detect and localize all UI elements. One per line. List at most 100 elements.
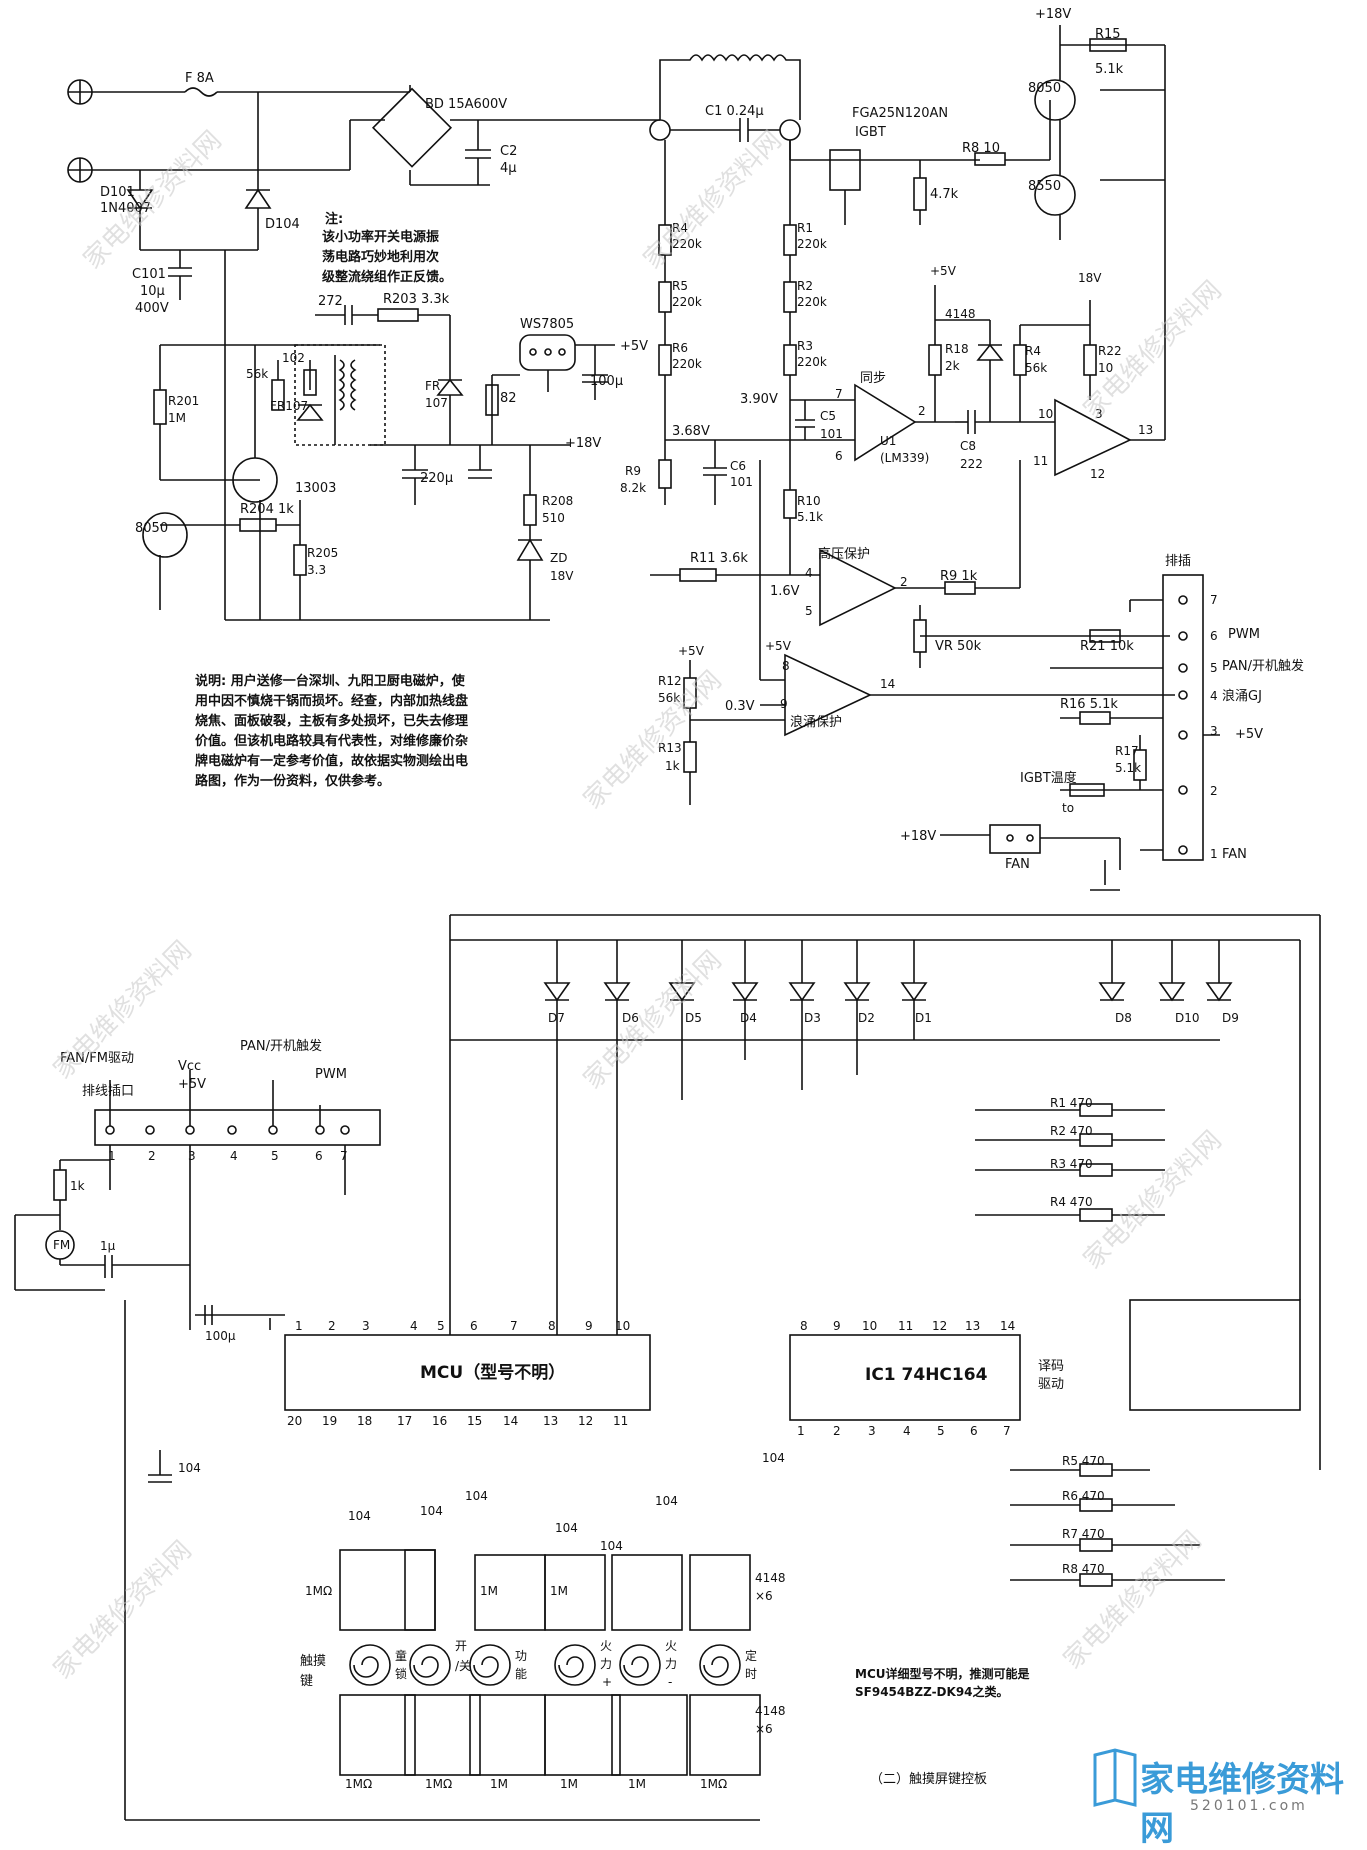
r2-470: R2 470 — [1050, 1124, 1093, 1138]
ic1-label: IC1 74HC164 — [865, 1365, 988, 1385]
r16-label: R16 5.1k — [1060, 697, 1118, 712]
fr107-label: FR — [425, 379, 441, 393]
pin-9: 9 — [780, 697, 788, 711]
pan-trigger-label: PAN/开机触发 — [240, 1039, 323, 1054]
r7-470: R7 470 — [1062, 1527, 1105, 1541]
mcu-pin-20: 20 — [287, 1414, 303, 1428]
resistor-chain-left — [658, 140, 672, 505]
header-pin2: 2 — [148, 1149, 156, 1163]
q8050b-label: 8050 — [135, 521, 169, 536]
ic1-pin-10: 10 — [862, 1319, 878, 1333]
plus18-fan-label: +18V — [900, 829, 937, 844]
mcu-pin-8: 8 — [548, 1319, 556, 1333]
conn-plus5: +5V — [1235, 727, 1264, 742]
comparator-pwm — [1054, 398, 1132, 477]
c272-label: 272 — [318, 294, 343, 309]
mcu-pin-12: 12 — [578, 1414, 594, 1428]
r204-label: R204 1k — [240, 502, 294, 517]
capacitors-c5-c6 — [703, 400, 815, 505]
key5-text-a: 火 — [665, 1639, 678, 1653]
smps-note-title: 注: — [325, 212, 344, 227]
pin-10: 10 — [1038, 407, 1054, 421]
pin-14: 14 — [880, 677, 896, 691]
bottom-r5: 1M — [628, 1777, 646, 1791]
mcu-pin-10: 10 — [615, 1319, 631, 1333]
r15-value: 5.1k — [1095, 62, 1124, 77]
heating-coil — [649, 54, 801, 141]
resistor-r11 — [650, 568, 820, 582]
ic1-pin-9: 9 — [833, 1319, 841, 1333]
bottom-r6: 1MΩ — [700, 1777, 728, 1791]
vcc-label: Vcc — [178, 1059, 202, 1074]
key4-text-c: + — [602, 1675, 613, 1689]
conn-pan: PAN/开机触发 — [1222, 659, 1305, 674]
r6-divider-label: R6 — [672, 341, 688, 355]
voltage-3-90: 3.90V — [740, 392, 778, 407]
resistor-r8 — [974, 152, 1050, 166]
capacitor-c101 — [168, 250, 192, 300]
capacitor-c8 — [955, 410, 1055, 434]
c6-value: 101 — [730, 475, 753, 489]
mcu-pin-4: 4 — [410, 1319, 418, 1333]
conn-pin4: 4 — [1210, 689, 1218, 703]
fan-driver — [940, 824, 1163, 891]
c5-label: C5 — [820, 409, 837, 423]
r201-label: R201 — [168, 394, 200, 408]
header-pin1: 1 — [108, 1149, 116, 1163]
key3-text-a: 功 — [515, 1649, 528, 1663]
pin-4: 4 — [805, 566, 813, 580]
r21-label: R21 10k — [1080, 639, 1134, 654]
pin-6: 6 — [835, 449, 843, 463]
fan-fm-label: FAN/FM驱动 — [60, 1051, 134, 1066]
plus18-top-label: +18V — [1035, 7, 1072, 22]
q13003-label: 13003 — [295, 481, 337, 496]
r5-divider-label: R5 — [672, 279, 688, 293]
r13-value: 1k — [665, 759, 680, 773]
ic1-pin-11: 11 — [898, 1319, 914, 1333]
high-voltage-protect-label: 高压保护 — [818, 547, 871, 562]
conn-pin2: 2 — [1210, 784, 1218, 798]
mcu-pin-18: 18 — [357, 1414, 373, 1428]
key5-text-b: 力 — [665, 1657, 678, 1671]
d104-label: D104 — [265, 217, 300, 232]
r4-470: R4 470 — [1050, 1195, 1093, 1209]
key-r-1m-a: 1M — [480, 1584, 498, 1598]
r9b-label: R9 1k — [940, 569, 978, 584]
decoder-label: 译码 — [1038, 1359, 1065, 1374]
key2-text-a: 开 — [455, 1639, 468, 1653]
mcu-pin-9: 9 — [585, 1319, 593, 1333]
key6-text-a: 定 — [745, 1649, 758, 1663]
r2-value: 220k — [797, 295, 827, 309]
smps-section — [142, 305, 615, 621]
r4-divider-label: R4 — [672, 221, 688, 235]
ws7805-label: WS7805 — [520, 317, 575, 332]
r18-label: R18 — [945, 342, 969, 356]
igbt-transistor — [789, 140, 980, 225]
comparator-surge — [759, 460, 1175, 737]
ac-input-terminals — [67, 79, 93, 183]
r4b-value: 56k — [1025, 361, 1048, 375]
r11-label: R11 3.6k — [690, 551, 748, 566]
ic1-pin-1: 1 — [797, 1424, 805, 1438]
r13-label: R13 — [658, 741, 682, 755]
r4b-label: R4 — [1025, 344, 1041, 358]
r2-label: R2 — [797, 279, 813, 293]
ic1-pin-13: 13 — [965, 1319, 981, 1333]
led-d9: D9 — [1222, 1011, 1239, 1025]
key1-text-a: 童 — [395, 1649, 408, 1663]
site-logo-icon — [1093, 1748, 1137, 1807]
r201-value: 1M — [168, 411, 186, 425]
key6-text-b: 时 — [745, 1667, 758, 1681]
ic1-pin-12: 12 — [932, 1319, 948, 1333]
conn-pin7: 7 — [1210, 593, 1218, 607]
mcu-note: MCU详细型号不明，推测可能是 SF9454BZZ-DK94之类。 — [855, 1667, 1030, 1699]
ic1-pin-3: 3 — [868, 1424, 876, 1438]
conn-pin3: 3 — [1210, 724, 1218, 738]
diode-d101 — [126, 170, 154, 250]
ic1-pin-6: 6 — [970, 1424, 978, 1438]
pin-7: 7 — [835, 387, 843, 401]
c1u-label: 1μ — [100, 1239, 116, 1253]
r82-label: 82 — [500, 391, 517, 406]
repair-description: 说明: 用户送修一台深圳、九阳卫厨电磁炉，使 用中因不慎烧干锅而损坏。经查，内部… — [195, 674, 469, 789]
